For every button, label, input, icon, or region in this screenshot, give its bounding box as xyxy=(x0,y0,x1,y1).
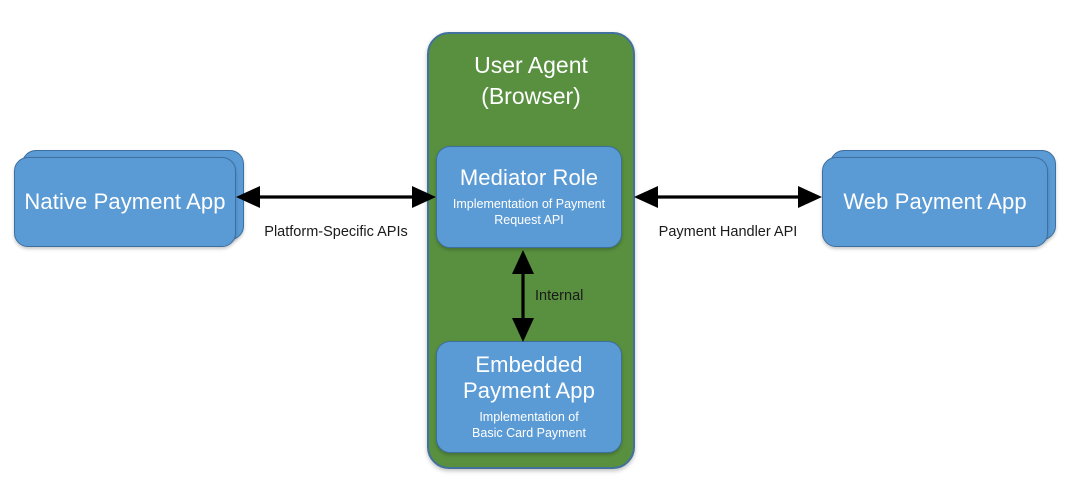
edge-label-payment-handler-api: Payment Handler API xyxy=(658,224,798,240)
native-payment-app-label: Native Payment App xyxy=(24,189,226,215)
web-payment-app-label: Web Payment App xyxy=(843,189,1027,215)
embedded-payment-app-title-line2: Payment App xyxy=(463,377,595,403)
user-agent-title: User Agent (Browser) xyxy=(427,50,635,111)
arrow-head-left xyxy=(236,186,260,208)
node-mediator-role[interactable]: Mediator Role Implementation of Payment … xyxy=(436,146,622,248)
embedded-payment-app-title-line1: Embedded xyxy=(475,351,583,377)
arrow-mediator-to-embedded-internal xyxy=(512,250,534,342)
user-agent-title-line1: User Agent xyxy=(474,52,588,78)
edge-label-platform-specific-apis: Platform-Specific APIs xyxy=(264,224,408,240)
arrow-head-right xyxy=(798,186,822,208)
mediator-role-title: Mediator Role xyxy=(459,164,599,190)
arrow-head-down xyxy=(512,318,534,342)
edge-label-internal: Internal xyxy=(535,288,584,304)
embedded-payment-app-subtitle-line1: Implementation of xyxy=(479,409,579,424)
mediator-role-subtitle-line1: Implementation of Payment xyxy=(452,196,606,211)
embedded-payment-app-subtitle-line2: Basic Card Payment xyxy=(472,426,586,441)
node-embedded-payment-app[interactable]: Embedded Payment App Implementation of B… xyxy=(436,341,622,453)
node-native-payment-app[interactable]: Native Payment App xyxy=(14,157,236,247)
arrow-head-up xyxy=(512,250,534,274)
arrow-mediator-to-web xyxy=(634,186,822,208)
mediator-role-subtitle-line2: Request API xyxy=(494,213,564,228)
arrow-head-right xyxy=(412,186,436,208)
arrow-native-to-mediator xyxy=(236,186,436,208)
node-web-payment-app[interactable]: Web Payment App xyxy=(822,157,1048,247)
arrow-head-left xyxy=(634,186,658,208)
user-agent-title-line2: (Browser) xyxy=(481,82,581,109)
